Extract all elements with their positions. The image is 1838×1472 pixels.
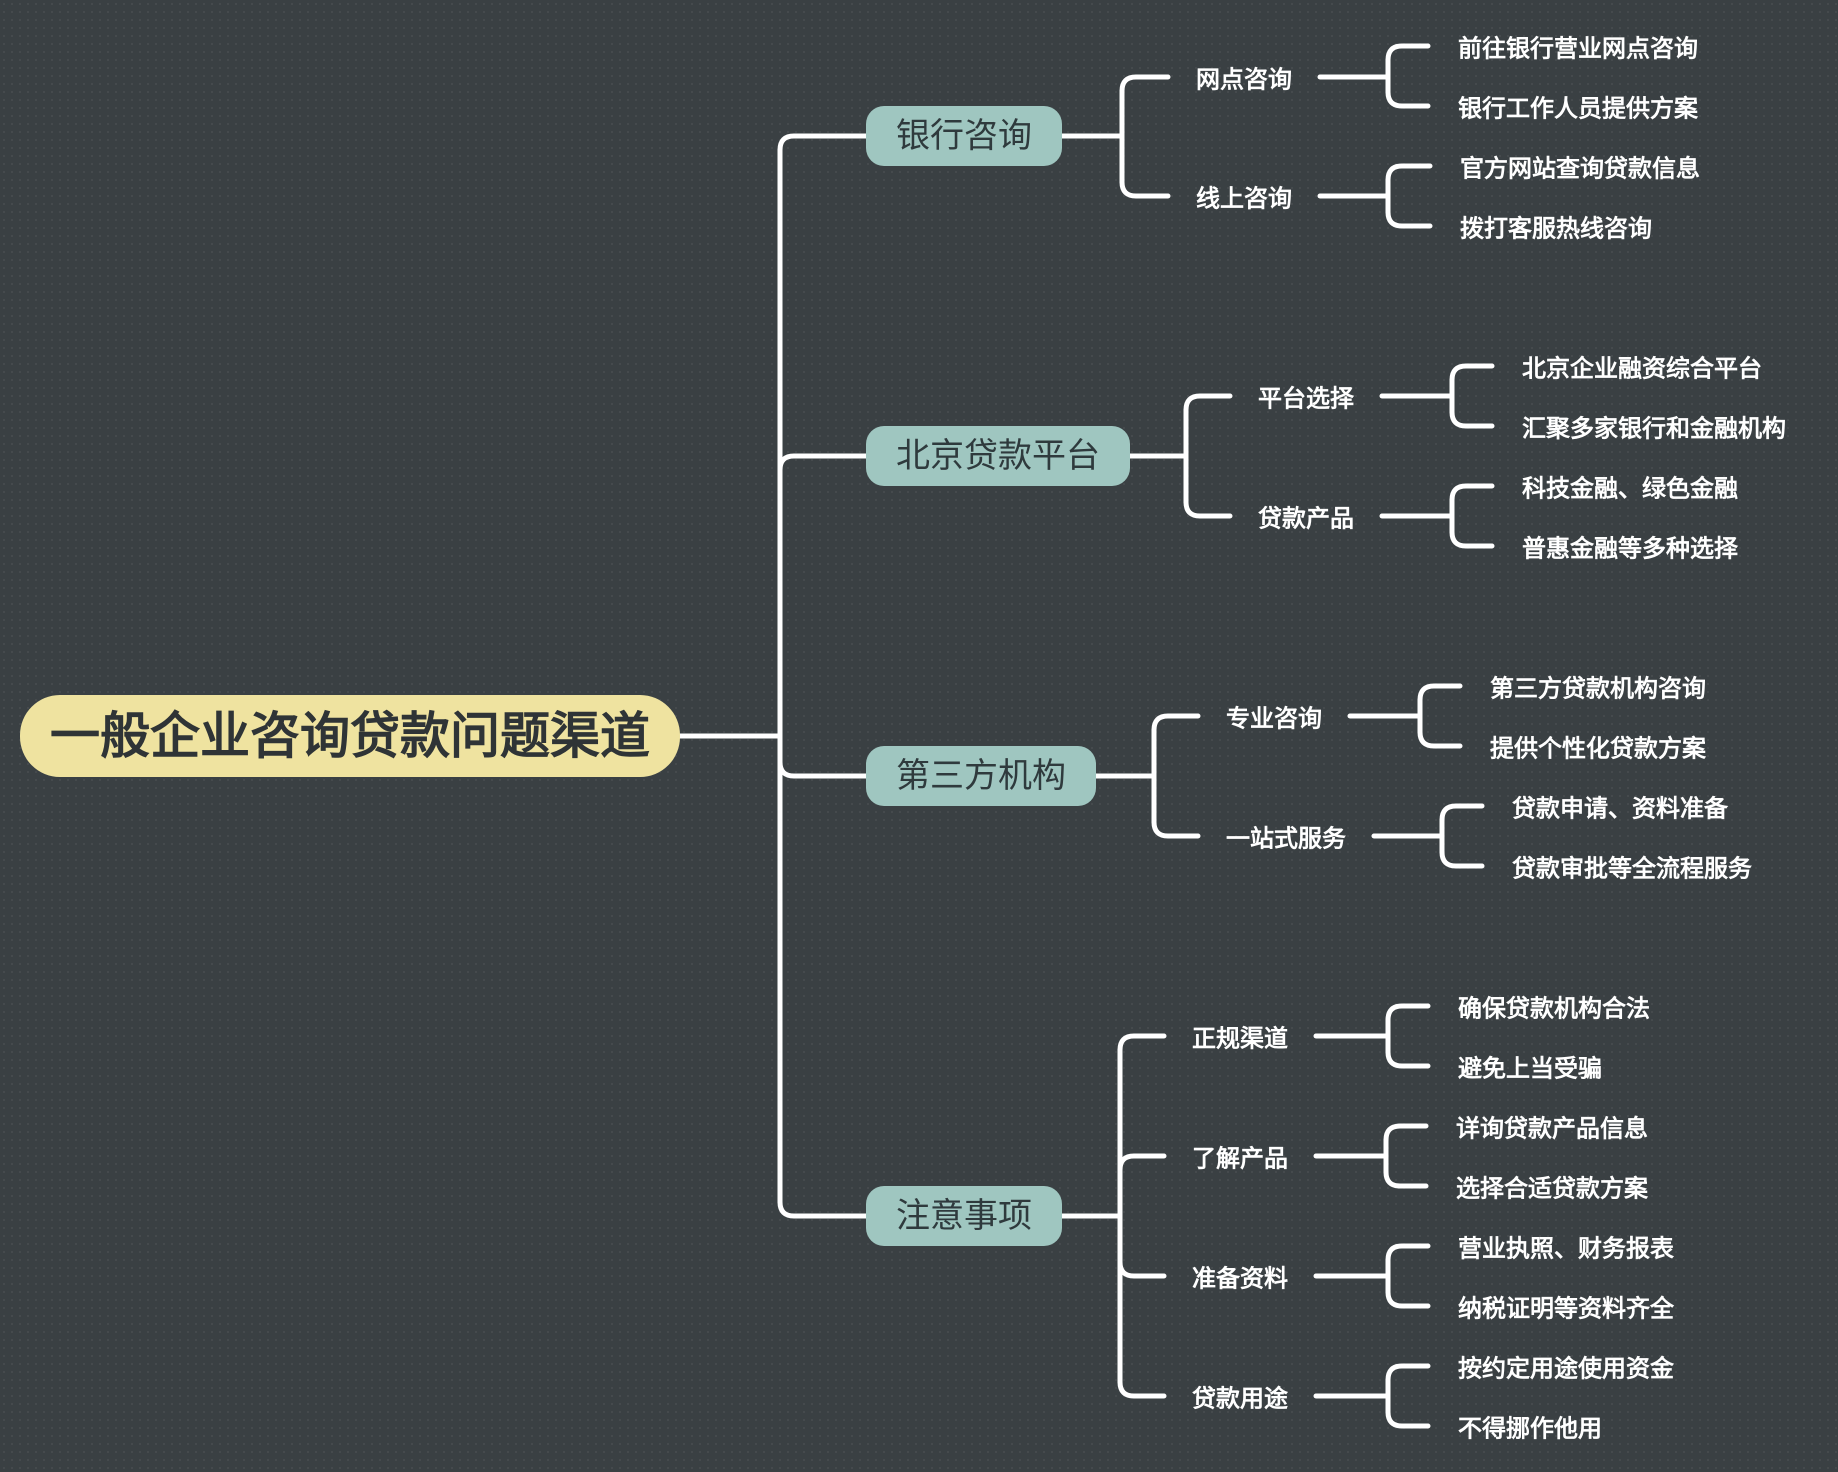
subtopic-4-1-connector-arm-1 (1385, 1049, 1431, 1069)
branch-4-connector-arm-2 (1117, 1259, 1167, 1279)
subtopic-4-2-connector-arm-0 (1383, 1123, 1429, 1143)
subtopic-1-1-connector-arm-0 (1385, 43, 1431, 63)
leaf-4-4-2[interactable]: 不得挪作他用 (1458, 1414, 1602, 1443)
subtopic-2-2-connector-arm-0 (1449, 483, 1495, 503)
branch-4-connector-arm-0 (1117, 1033, 1167, 1053)
leaf-1-2-2[interactable]: 拨打客服热线咨询 (1460, 214, 1652, 243)
leaf-4-2-2[interactable]: 选择合适贷款方案 (1456, 1174, 1648, 1203)
branch-1-connector-arm-0 (1119, 74, 1171, 94)
root-topic[interactable]: 一般企业咨询贷款问题渠道 (20, 695, 680, 777)
branch-4[interactable]: 注意事项 (866, 1186, 1062, 1246)
leaf-1-1-2[interactable]: 银行工作人员提供方案 (1458, 94, 1698, 123)
leaf-4-3-1[interactable]: 营业执照、财务报表 (1458, 1234, 1674, 1263)
leaf-2-1-1[interactable]: 北京企业融资综合平台 (1522, 354, 1762, 383)
subtopic-2-2-connector-arm-1 (1449, 529, 1495, 549)
subtopic-2-2[interactable]: 贷款产品 (1258, 504, 1354, 533)
subtopic-4-1-connector-arm-0 (1385, 1003, 1431, 1023)
leaf-4-2-1[interactable]: 详询贷款产品信息 (1456, 1114, 1648, 1143)
subtopic-1-1[interactable]: 网点咨询 (1196, 65, 1292, 94)
leaf-3-2-2[interactable]: 贷款审批等全流程服务 (1512, 854, 1752, 883)
subtopic-3-2[interactable]: 一站式服务 (1226, 824, 1346, 853)
subtopic-4-3[interactable]: 准备资料 (1192, 1264, 1288, 1293)
branch-3-connector-arm-1 (1151, 819, 1201, 839)
branch-3-connector-arm-0 (1151, 713, 1201, 733)
leaf-1-2-1[interactable]: 官方网站查询贷款信息 (1460, 154, 1700, 183)
leaf-2-1-2[interactable]: 汇聚多家银行和金融机构 (1522, 414, 1786, 443)
leaf-2-2-2[interactable]: 普惠金融等多种选择 (1522, 534, 1738, 563)
subtopic-4-4[interactable]: 贷款用途 (1192, 1384, 1288, 1413)
root-connector-arm-2 (777, 759, 869, 779)
subtopic-1-2[interactable]: 线上咨询 (1196, 184, 1292, 213)
leaf-3-1-2[interactable]: 提供个性化贷款方案 (1490, 734, 1706, 763)
leaf-4-4-1[interactable]: 按约定用途使用资金 (1458, 1354, 1674, 1383)
subtopic-2-1-connector-arm-1 (1449, 409, 1495, 429)
subtopic-1-2-connector-arm-1 (1385, 209, 1433, 229)
leaf-2-2-1[interactable]: 科技金融、绿色金融 (1522, 474, 1738, 503)
branch-3[interactable]: 第三方机构 (866, 746, 1096, 806)
subtopic-3-2-connector-arm-1 (1439, 849, 1485, 869)
subtopic-4-4-connector-arm-0 (1385, 1363, 1431, 1383)
subtopic-4-1[interactable]: 正规渠道 (1192, 1024, 1288, 1053)
branch-1[interactable]: 银行咨询 (866, 106, 1062, 166)
root-connector-arm-0 (777, 133, 869, 153)
leaf-4-1-1[interactable]: 确保贷款机构合法 (1458, 994, 1650, 1023)
subtopic-4-4-connector-arm-1 (1385, 1409, 1431, 1429)
branch-4-connector-arm-3 (1117, 1379, 1167, 1399)
subtopic-4-2[interactable]: 了解产品 (1192, 1144, 1288, 1173)
branch-2[interactable]: 北京贷款平台 (866, 426, 1130, 486)
subtopic-4-3-connector-arm-1 (1385, 1289, 1431, 1309)
branch-4-connector-arm-1 (1117, 1153, 1167, 1173)
leaf-4-3-2[interactable]: 纳税证明等资料齐全 (1458, 1294, 1674, 1323)
leaf-4-1-2[interactable]: 避免上当受骗 (1458, 1054, 1602, 1083)
subtopic-3-1-connector-arm-0 (1417, 683, 1463, 703)
subtopic-3-1[interactable]: 专业咨询 (1226, 704, 1322, 733)
subtopic-2-1-connector-arm-0 (1449, 363, 1495, 383)
leaf-3-1-1[interactable]: 第三方贷款机构咨询 (1490, 674, 1706, 703)
subtopic-4-3-connector-arm-0 (1385, 1243, 1431, 1263)
root-connector-arm-3 (777, 1199, 869, 1219)
subtopic-1-1-connector-arm-1 (1385, 89, 1431, 109)
leaf-1-1-1[interactable]: 前往银行营业网点咨询 (1458, 34, 1698, 63)
subtopic-3-1-connector-arm-1 (1417, 729, 1463, 749)
root-connector-arm-1 (777, 453, 869, 473)
branch-2-connector-arm-0 (1183, 393, 1233, 413)
subtopic-3-2-connector-arm-0 (1439, 803, 1485, 823)
branch-2-connector-arm-1 (1183, 499, 1233, 519)
subtopic-2-1[interactable]: 平台选择 (1258, 384, 1354, 413)
leaf-3-2-1[interactable]: 贷款申请、资料准备 (1512, 794, 1728, 823)
subtopic-1-2-connector-arm-0 (1385, 163, 1433, 183)
branch-1-connector-arm-1 (1119, 179, 1171, 199)
subtopic-4-2-connector-arm-1 (1383, 1169, 1429, 1189)
